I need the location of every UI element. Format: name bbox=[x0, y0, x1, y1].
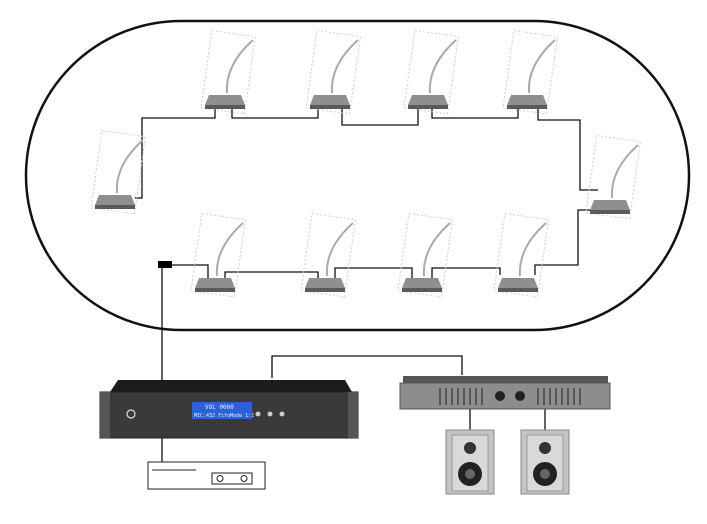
microphone-bottom-2 bbox=[299, 212, 357, 298]
lcd-line-1: VOL 0000 bbox=[205, 404, 234, 411]
wiring bbox=[135, 108, 598, 462]
conference-table-outline bbox=[24, 19, 691, 332]
microphone-bottom-4 bbox=[492, 212, 550, 298]
microphone-top-3 bbox=[402, 29, 460, 115]
volume-knob-right bbox=[515, 391, 525, 401]
microphone-top-2 bbox=[304, 29, 362, 115]
microphone-top-4 bbox=[501, 29, 559, 115]
microphone-top-1 bbox=[199, 29, 257, 115]
microphone-bottom-3 bbox=[396, 212, 454, 298]
connector-block bbox=[158, 261, 172, 268]
conference-controller: VOL 0000 MIC:432 FifoMode 1:1 bbox=[99, 380, 359, 439]
microphone-right bbox=[584, 134, 642, 220]
volume-knob-left bbox=[495, 391, 505, 401]
lcd-line-2: MIC:432 FifoMode 1:1 bbox=[194, 413, 254, 419]
speaker-left bbox=[445, 429, 495, 495]
peripheral-device bbox=[147, 461, 266, 490]
microphone-bottom-1 bbox=[189, 212, 247, 298]
speaker-right bbox=[520, 429, 570, 495]
power-icon bbox=[126, 409, 136, 419]
lcd-display bbox=[192, 402, 252, 419]
power-amplifier bbox=[399, 376, 611, 410]
microphone-left bbox=[89, 129, 147, 215]
